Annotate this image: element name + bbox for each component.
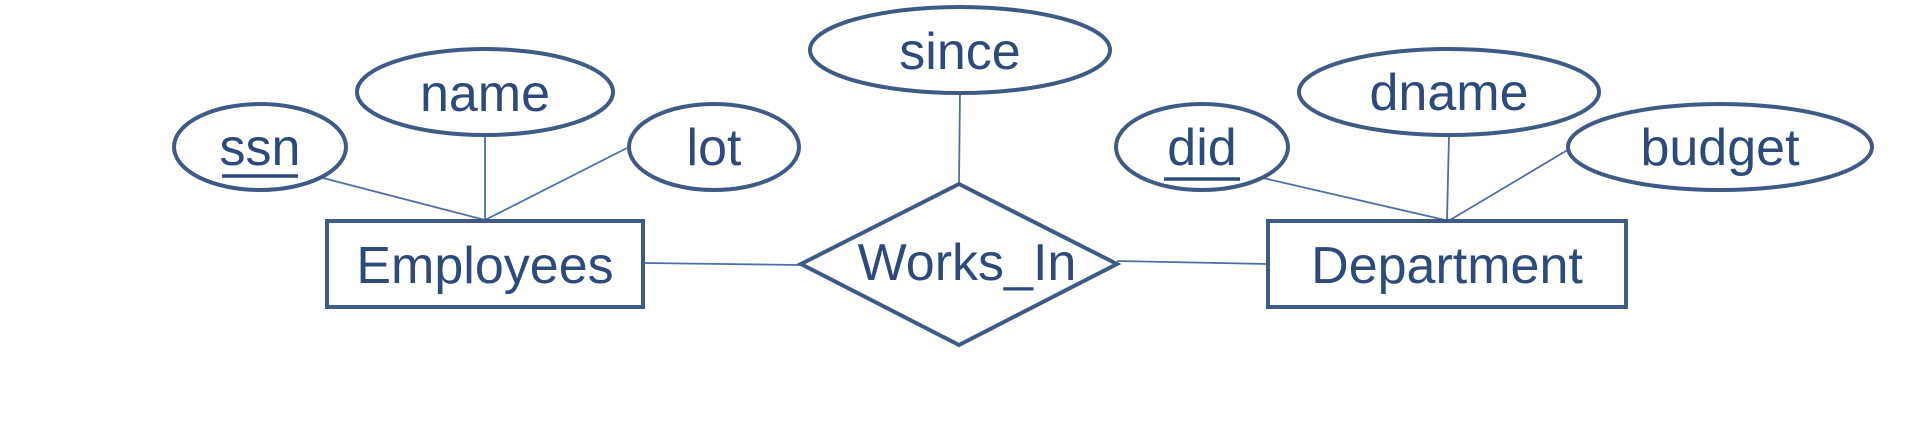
attribute-ssn-label: ssn (220, 119, 301, 177)
relationship-works-in-diamond (796, 181, 1122, 348)
attribute-name-ellipse (355, 47, 615, 137)
attribute-lot: lot (627, 102, 801, 192)
attribute-lot-label: lot (687, 119, 742, 177)
attribute-since-label: since (899, 23, 1020, 81)
entity-employees: Employees (325, 219, 645, 309)
entity-department: Department (1266, 219, 1628, 309)
attribute-did-ellipse (1114, 102, 1290, 192)
relationship-works-in: Works_In (796, 181, 1122, 348)
entity-department-label: Department (1311, 237, 1583, 295)
connector-employees-worksin (642, 262, 801, 266)
attribute-ssn: ssn (172, 102, 348, 192)
attribute-ssn-ellipse (172, 102, 348, 192)
entity-department-box (1266, 219, 1628, 309)
attribute-did-label: did (1167, 119, 1236, 177)
connector-dname-department (1446, 135, 1450, 221)
connector-since-worksin (958, 92, 961, 184)
entity-employees-label: Employees (356, 237, 613, 295)
connector-did-department (1262, 177, 1446, 221)
connector-lot-employees (484, 147, 628, 221)
attribute-did: did (1114, 102, 1290, 192)
relationship-works-in-label: Works_In (858, 234, 1077, 292)
attribute-dname-label: dname (1370, 64, 1529, 122)
attribute-name: name (355, 47, 615, 137)
connector-worksin-department (1116, 260, 1269, 265)
connector-budget-department (1449, 147, 1572, 221)
attribute-budget-label: budget (1640, 119, 1800, 177)
attribute-since-ellipse (808, 5, 1112, 95)
connector-ssn-employees (322, 177, 486, 221)
attribute-lot-ellipse (627, 102, 801, 192)
attribute-budget: budget (1566, 102, 1874, 192)
attribute-budget-ellipse (1566, 102, 1874, 192)
attribute-since: since (808, 5, 1112, 95)
connectors (322, 92, 1572, 266)
attribute-dname-ellipse (1297, 47, 1601, 137)
attribute-dname: dname (1297, 47, 1601, 137)
attribute-name-label: name (420, 65, 550, 123)
entity-employees-box (325, 219, 645, 309)
